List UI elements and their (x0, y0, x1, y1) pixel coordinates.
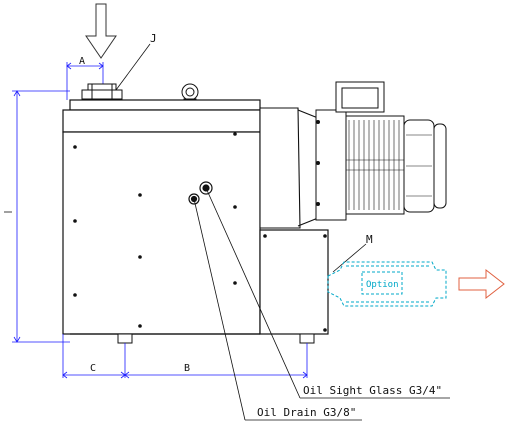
outlet-arrow (458, 268, 505, 300)
motor (315, 81, 447, 221)
dimension-b (124, 343, 308, 379)
callout-j: J (115, 32, 157, 91)
inlet-flange (81, 83, 123, 100)
pump-body (62, 99, 329, 335)
dimension-c (62, 334, 126, 379)
oil-sight-glass-label: Oil Sight Glass G3/4" (303, 384, 442, 397)
pump-feet (117, 333, 315, 344)
oil-sight-glass-leader (205, 187, 450, 399)
dimension-b-label: B (184, 363, 190, 374)
option-exhaust-filter (327, 261, 447, 307)
inlet-arrow (85, 3, 117, 59)
option-filter-label: Option (366, 280, 399, 290)
callout-m: M (332, 233, 373, 273)
motor-fins (346, 120, 432, 210)
dimension-a-label: A (79, 56, 85, 67)
dimension-c-label: C (90, 363, 96, 374)
coupling-housing (259, 107, 319, 229)
oil-drain-leader (193, 198, 362, 421)
body-bolts (73, 132, 327, 332)
motor-mount-bolts (316, 120, 320, 206)
dimension-i-label: I (1, 214, 2, 216)
callout-j-label: J (150, 32, 157, 45)
dimension-i (12, 90, 70, 343)
callout-m-label: M (366, 233, 373, 246)
oil-drain-label: Oil Drain G3/8" (257, 406, 356, 419)
